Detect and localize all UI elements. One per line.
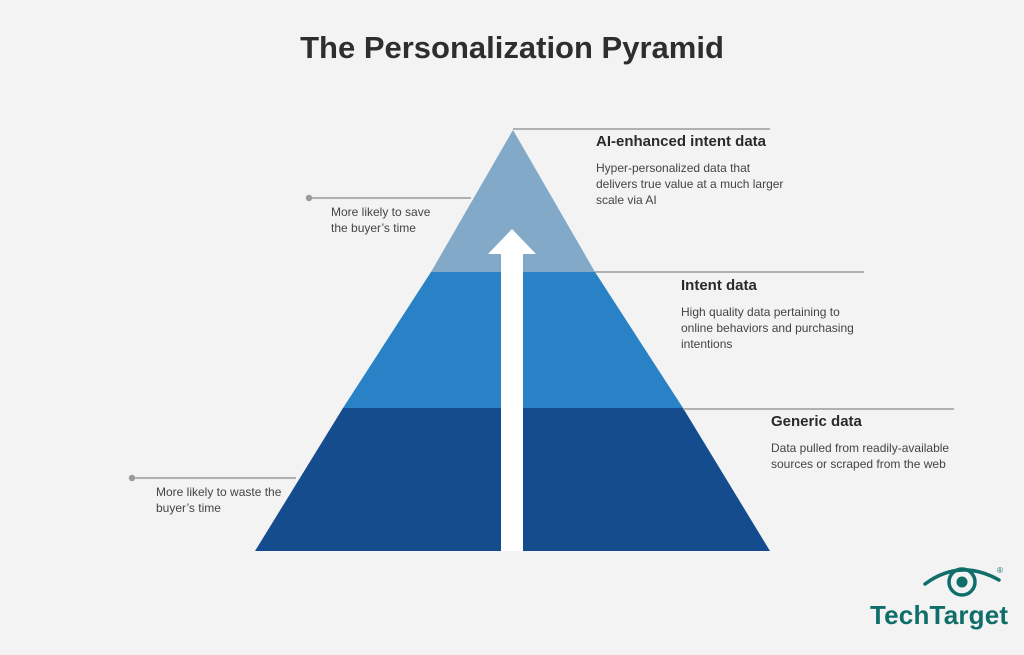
registered-mark: ®	[997, 566, 1003, 575]
tier-heading: Intent data	[681, 277, 757, 294]
logo-text: TechTarget	[870, 600, 1009, 630]
tier-label-ai-enhanced: AI-enhanced intent data Hyper-personaliz…	[596, 133, 786, 208]
tier-description: High quality data pertaining to online b…	[681, 305, 854, 351]
diagram-title: The Personalization Pyramid	[300, 30, 724, 65]
up-arrow-icon	[488, 229, 536, 551]
techtarget-logo: ® TechTarget	[870, 562, 1010, 637]
side-note-bottom-pointer	[128, 474, 296, 482]
tier-description: Hyper-personalized data that delivers tr…	[596, 161, 784, 207]
tier-description: Data pulled from readily-available sourc…	[771, 441, 950, 471]
side-note-bottom: More likely to waste the buyer’s time	[156, 485, 282, 515]
tier-label-generic: Generic data Data pulled from readily-av…	[771, 413, 961, 472]
tier-heading: Generic data	[771, 413, 862, 430]
side-note-top-pointer	[305, 194, 471, 202]
tier-heading: AI-enhanced intent data	[596, 133, 767, 150]
pyramid-tier-ai-enhanced	[431, 130, 595, 272]
tier-label-intent: Intent data High quality data pertaining…	[681, 277, 871, 352]
eye-icon	[923, 567, 1001, 597]
side-note-top: More likely to save the buyer’s time	[331, 205, 431, 235]
